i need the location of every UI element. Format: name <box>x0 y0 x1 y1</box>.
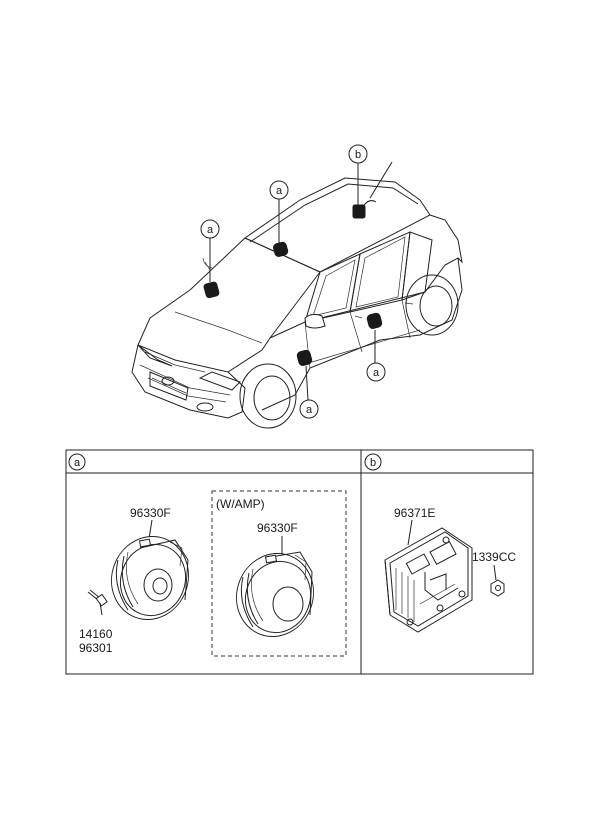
callout-b-label: b <box>355 149 361 161</box>
callout-a-3: a <box>299 399 319 419</box>
panel-b-key: b <box>370 457 376 469</box>
callout-a-2: a <box>269 180 289 200</box>
speaker-front-icon <box>111 535 189 621</box>
panel-a-header: a <box>68 453 86 471</box>
callout-a-label: a <box>373 367 380 379</box>
label-96371e: 96371E <box>394 506 435 520</box>
callout-a-4: a <box>366 362 386 382</box>
wamp-option-box <box>211 490 347 657</box>
speaker-location-markers <box>203 204 383 366</box>
label-w-amp: (W/AMP) <box>216 497 265 511</box>
callout-leaders <box>209 162 376 401</box>
callout-a-label: a <box>207 224 214 236</box>
screw-icon <box>87 589 108 616</box>
speaker-amp-icon <box>236 551 314 638</box>
label-96330f-amp: 96330F <box>257 521 298 535</box>
callout-a-label: a <box>306 404 313 416</box>
nut-icon <box>490 579 505 597</box>
callout-a-1: a <box>200 219 220 239</box>
vehicle-illustration <box>131 161 463 429</box>
detail-panels-frame <box>65 449 534 675</box>
panel-a-key: a <box>74 457 81 469</box>
amplifier-icon <box>384 527 473 633</box>
label-96301: 96301 <box>79 641 113 655</box>
panel-b-header: b <box>364 453 382 471</box>
label-14160: 14160 <box>79 627 113 641</box>
callout-a-label: a <box>276 185 283 197</box>
label-96330f-front: 96330F <box>130 506 171 520</box>
callout-b-1: b <box>348 144 368 164</box>
label-1339cc: 1339CC <box>472 550 516 564</box>
